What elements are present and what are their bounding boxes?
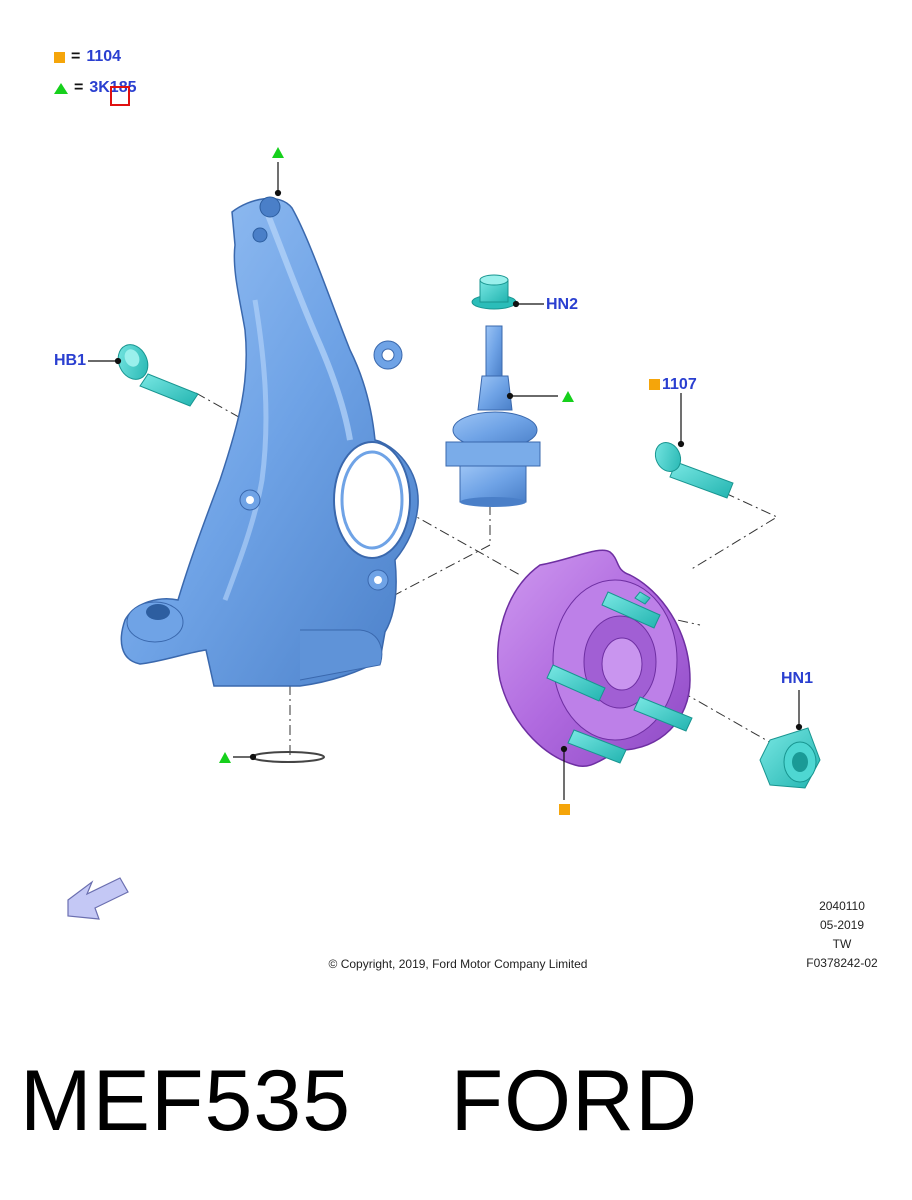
selection-highlight-box [110,86,130,106]
snap-ring [251,751,325,763]
callout-hn2: HN2 [546,296,579,313]
triangle-marker-icon [54,82,68,94]
nut-hn1 [759,727,821,789]
callout-hn1: HN1 [781,670,814,687]
meta-figure-id: F0378242-02 [806,956,878,970]
legend-equals: = [71,48,81,65]
meta-date: 05-2019 [819,918,865,932]
ball-joint [445,325,541,507]
square-marker-icon [649,379,660,390]
legend-row-square: = 1104 [54,47,121,67]
bolt-1107 [654,441,734,499]
copyright-notice: © Copyright, 2019, Ford Motor Company Li… [328,957,588,971]
page-title: MEF535 FORD [20,1053,699,1149]
triangle-marker-icon [219,752,231,763]
wheel-hub [497,549,693,767]
callout-1107: 1107 [662,376,697,393]
leader-lines [88,162,803,800]
bolt-hb1 [117,344,199,407]
steering-knuckle [120,196,419,687]
suspension-exploded-diagram [67,147,821,920]
meta-region: TW [832,937,852,951]
square-marker-icon [559,804,570,815]
meta-ref-number: 2040110 [819,899,865,913]
square-marker-icon [54,51,65,63]
nut-hn2 [471,274,517,310]
callout-hb1: HB1 [54,352,87,369]
front-direction-arrow-icon [67,877,129,920]
legend-equals: = [74,79,84,96]
legend-code-1104: 1104 [86,48,122,65]
triangle-marker-icon [562,391,574,402]
triangle-marker-icon [272,147,284,158]
